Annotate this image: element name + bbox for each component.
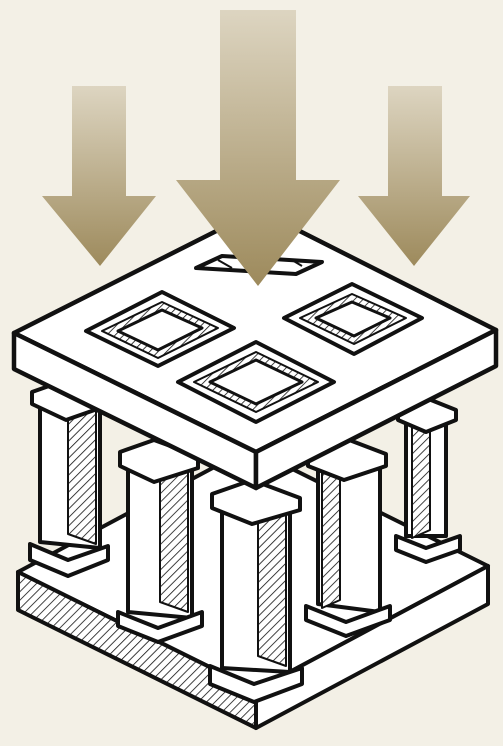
column-mid-left	[118, 440, 202, 642]
arrow-right-icon	[358, 86, 470, 266]
column-front-center	[210, 480, 302, 702]
column-back-right	[396, 398, 460, 562]
arrow-left-icon	[42, 86, 156, 266]
